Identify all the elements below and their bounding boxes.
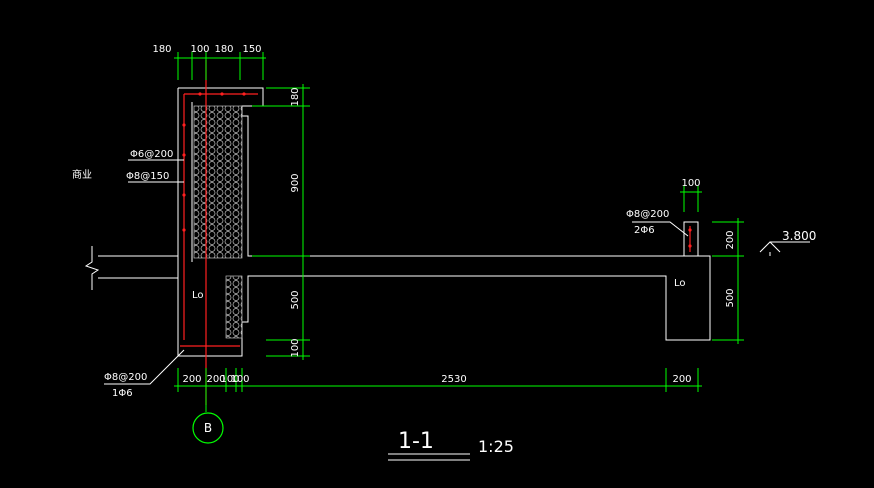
right-dim-3: 500 (290, 290, 301, 309)
right-dim-4: 100 (290, 338, 301, 357)
right-dim-2: 900 (290, 173, 301, 192)
rebar-label-left-lower: Φ8@150 (126, 171, 169, 182)
bottom-dim-2: 200 (206, 374, 225, 385)
top-dim-2: 100 (190, 44, 209, 55)
elevation-value: 3.800 (782, 229, 816, 243)
bottom-dim-3: 100 (220, 374, 239, 385)
rebar-label-right-1: Φ8@200 (626, 209, 669, 220)
upstand-dim: 100 (681, 178, 700, 189)
span-label-left: Lo (192, 290, 204, 301)
bottom-dim-4: 100 (230, 374, 249, 385)
section-scale: 1:25 (478, 437, 514, 456)
end-dim-2: 500 (725, 288, 736, 307)
span-label-right: Lo (674, 278, 686, 289)
left-room-label: 商业 (72, 168, 92, 181)
top-dim-1: 180 (152, 44, 171, 55)
bottom-dim-1: 200 (182, 374, 201, 385)
rebar (180, 60, 691, 405)
rebar-label-bottom-1: Φ8@200 (104, 372, 147, 383)
break-line (84, 246, 100, 290)
upstand-outline (683, 221, 699, 256)
concrete-outline (84, 87, 711, 357)
insulation-upper (193, 105, 243, 259)
end-dim-1: 200 (725, 230, 736, 249)
top-dim-3: 180 (214, 44, 233, 55)
bottom-dim-5: 2530 (441, 374, 466, 385)
rebar-label-left-upper: Φ6@200 (130, 149, 173, 160)
bottom-dim-6: 200 (672, 374, 691, 385)
wall-outline-left (177, 87, 711, 357)
grid-bubble (192, 412, 224, 444)
rebar-label-bottom-2: 1Φ6 (112, 388, 133, 399)
insulation-lower (225, 275, 243, 339)
rebar-dots (182, 92, 692, 248)
rebar-label-right-2: 2Φ6 (634, 225, 655, 236)
top-dim-4: 150 (242, 44, 261, 55)
section-title: 1-1 (398, 429, 434, 454)
leaders (104, 159, 810, 461)
right-dim-1: 180 (290, 87, 301, 106)
dimension-lines (174, 52, 744, 412)
grid-bubble-label: B (204, 421, 212, 435)
